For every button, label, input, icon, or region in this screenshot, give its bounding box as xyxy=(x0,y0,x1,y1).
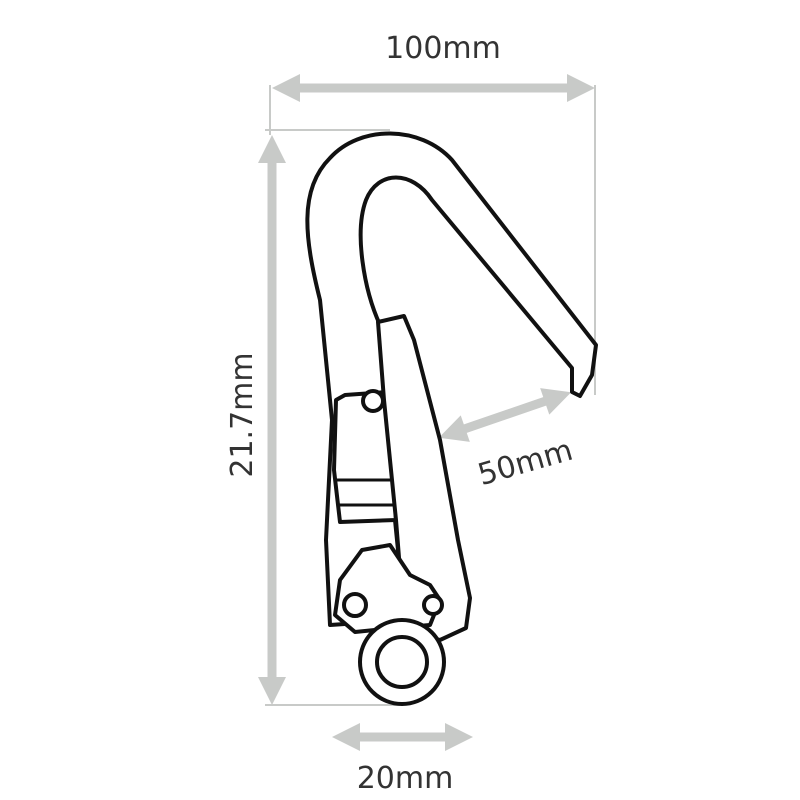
rivet-right xyxy=(422,594,444,616)
eye-dimension-arrow xyxy=(332,723,473,751)
rivet-left xyxy=(342,592,368,618)
rivet-top xyxy=(361,389,385,413)
width-dimension-arrow xyxy=(272,74,595,102)
eye-label: 20mm xyxy=(357,761,454,796)
height-label: 21.7mm xyxy=(225,352,260,477)
gate-dimension-arrow xyxy=(438,388,572,442)
width-label: 100mm xyxy=(385,31,501,66)
gate-label: 50mm xyxy=(474,433,577,493)
eye-ring-inner xyxy=(375,635,429,689)
height-dimension-arrow xyxy=(258,135,286,705)
snap-hook-drawing xyxy=(305,131,598,706)
